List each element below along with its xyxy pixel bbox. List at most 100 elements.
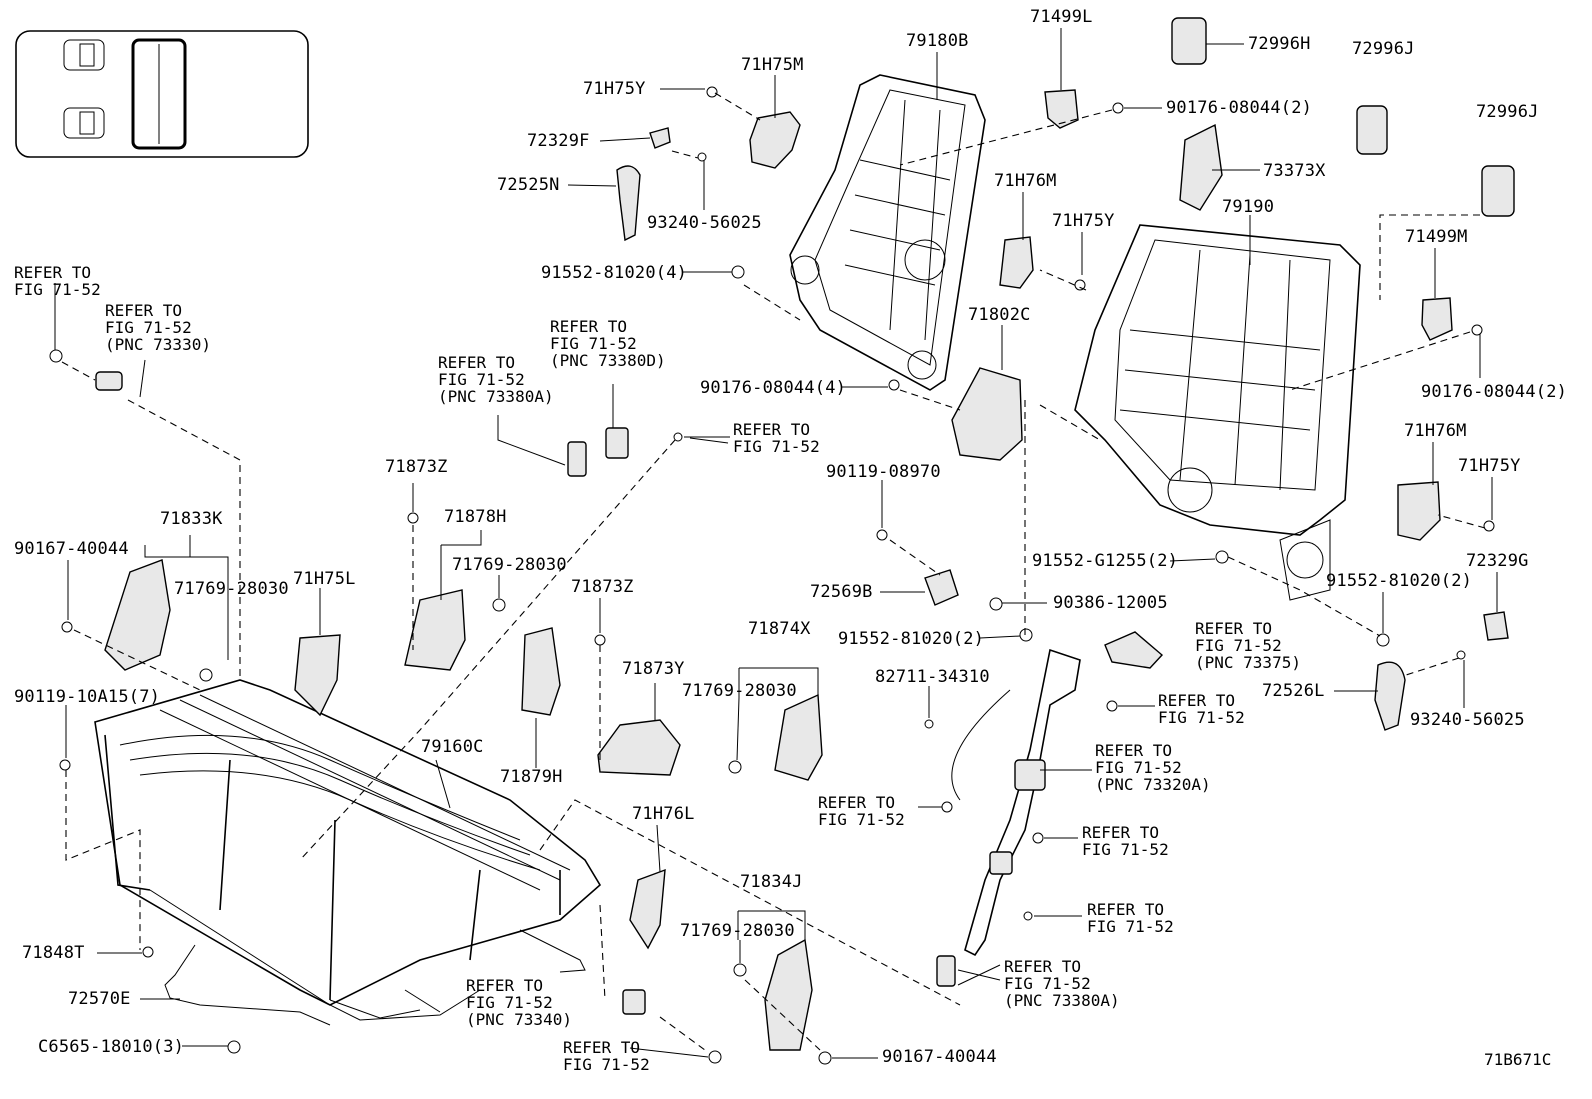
buckle-73380d <box>605 427 629 459</box>
refer-note-1: REFER TO FIG 71-52 <box>14 263 101 299</box>
bolt-91552-d <box>1019 628 1033 642</box>
cover-71833k <box>104 559 171 671</box>
clip-71769-d <box>733 963 747 977</box>
label-90176-b: 90176-08044(4) <box>700 378 847 398</box>
label-90176-c: 90176-08044(2) <box>1421 382 1568 402</box>
cover-71873y <box>597 719 681 776</box>
label-71h76m-a: 71H76M <box>994 171 1057 191</box>
harness-72570e <box>164 944 331 1026</box>
bracket-72569b <box>924 569 959 606</box>
nut-90176-c <box>1471 324 1483 336</box>
bolt-90119-b <box>59 759 71 771</box>
label-71h75y-a: 71H75Y <box>583 79 646 99</box>
nut-90167-a <box>61 621 73 633</box>
label-71h75y-b: 71H75Y <box>1052 211 1115 231</box>
seat-back-frame-79180b <box>789 74 986 391</box>
clip-71769-a <box>199 668 213 682</box>
bolt-ref-14 <box>708 1050 722 1064</box>
refer-note-10: REFER TO FIG 71-52 <box>1082 823 1169 859</box>
label-72996j-a: 72996J <box>1352 39 1415 59</box>
buckle-73380a-b <box>936 955 956 987</box>
cover-71h76l <box>629 868 666 950</box>
buckle-73380a-a <box>567 441 587 477</box>
small-parts <box>49 17 1515 1065</box>
label-71769-d: 71769-28030 <box>680 921 795 941</box>
cover-72996j-b <box>1481 165 1515 217</box>
label-90119-b: 90119-10A15(7) <box>14 687 161 707</box>
label-90176-a: 90176-08044(2) <box>1166 98 1313 118</box>
cover-72996h <box>1171 17 1207 65</box>
refer-note-14: REFER TO FIG 71-52 <box>563 1038 650 1074</box>
label-71834j: 71834J <box>740 872 803 892</box>
label-71833k: 71833K <box>160 509 223 529</box>
refer-note-11: REFER TO FIG 71-52 <box>1087 900 1174 936</box>
bolt-93240-b <box>1456 650 1466 660</box>
label-71769-a: 71769-28030 <box>174 579 289 599</box>
clip-71873z-b <box>594 634 606 646</box>
handle-72525n <box>616 165 641 242</box>
label-72526l: 72526L <box>1262 681 1325 701</box>
label-71873z-a: 71873Z <box>385 457 448 477</box>
bolt-ref-11 <box>1023 911 1033 921</box>
refer-note-6: REFER TO FIG 71-52 (PNC 73375) <box>1195 619 1301 672</box>
label-72329g: 72329G <box>1466 551 1529 571</box>
bolt-91552-b <box>1215 550 1229 564</box>
label-91552-c: 91552-81020(2) <box>1326 571 1473 591</box>
clip-71769-b <box>492 598 506 612</box>
label-71499l: 71499L <box>1030 7 1093 27</box>
bolt-ref-1 <box>49 349 63 363</box>
refer-note-3: REFER TO FIG 71-52 (PNC 73380D) <box>550 317 666 370</box>
clip-71769-c <box>728 760 742 774</box>
label-71769-b: 71769-28030 <box>452 555 567 575</box>
label-71873y: 71873Y <box>622 659 685 679</box>
bolt-91552-c <box>1376 633 1390 647</box>
cover-71h75l <box>294 634 341 717</box>
clip-71848t <box>142 946 154 958</box>
bolt-ref-7 <box>1106 700 1118 712</box>
label-71h76l: 71H76L <box>632 804 695 824</box>
label-91552-a: 91552-81020(4) <box>541 263 688 283</box>
refer-note-5: REFER TO FIG 71-52 <box>733 420 820 456</box>
label-72329f: 72329F <box>527 131 590 151</box>
dashed-relations <box>61 92 1486 1051</box>
label-72569b: 72569B <box>810 582 873 602</box>
clip-82711 <box>924 719 934 729</box>
refer-note-13: REFER TO FIG 71-52 (PNC 73340) <box>466 976 572 1029</box>
diagram-code: 71B671C <box>1484 1050 1552 1069</box>
label-71848t: 71848T <box>22 943 85 963</box>
refer-note-8: REFER TO FIG 71-52 (PNC 73320A) <box>1095 741 1211 794</box>
vehicle-locator-inset <box>15 30 309 158</box>
knob-72329g <box>1483 611 1509 641</box>
clip-c6565 <box>227 1040 241 1054</box>
bolt-ref-9 <box>941 801 953 813</box>
clip-71873z-a <box>407 512 419 524</box>
label-90167-b: 90167-40044 <box>882 1047 997 1067</box>
label-91552-d: 91552-81020(2) <box>838 629 985 649</box>
label-72525n: 72525N <box>497 175 560 195</box>
handle-72526l <box>1374 661 1406 731</box>
label-90119-a: 90119-08970 <box>826 462 941 482</box>
label-93240-a: 93240-56025 <box>647 213 762 233</box>
clip-71h75y-c <box>1483 520 1495 532</box>
label-72996j-b: 72996J <box>1476 102 1539 122</box>
label-91552-b: 91552-G1255(2) <box>1032 551 1179 571</box>
cover-71h76m-a <box>999 236 1034 289</box>
label-90386: 90386-12005 <box>1053 593 1168 613</box>
label-72570e: 72570E <box>68 989 131 1009</box>
nut-90167-b <box>818 1051 832 1065</box>
bolt-ref-10 <box>1032 832 1044 844</box>
nut-90176-a <box>1112 102 1124 114</box>
washer-90386 <box>989 597 1003 611</box>
cover-71879h <box>521 627 561 716</box>
label-79160c: 79160C <box>421 737 484 757</box>
refer-note-9: REFER TO FIG 71-52 <box>818 793 905 829</box>
seat-back-frame-79190 <box>1074 224 1361 601</box>
label-73373x: 73373X <box>1263 161 1326 181</box>
cover-72996j-a <box>1356 105 1388 155</box>
clip-71h75y-a <box>706 86 718 98</box>
label-93240-b: 93240-56025 <box>1410 710 1525 730</box>
latch-71499l <box>1044 89 1079 129</box>
label-71874x: 71874X <box>748 619 811 639</box>
label-82711: 82711-34310 <box>875 667 990 687</box>
label-79190: 79190 <box>1222 197 1275 217</box>
